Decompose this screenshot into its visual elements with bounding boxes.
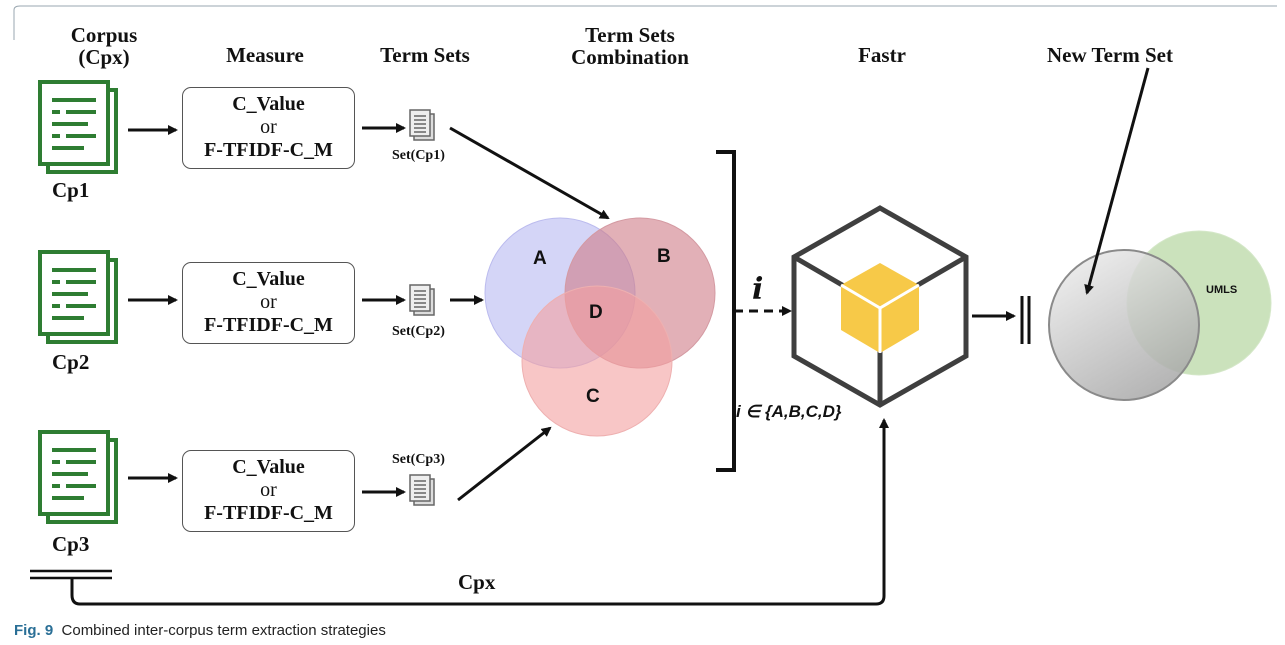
term-set-icon [409, 109, 435, 141]
measure-c-value: C_Value [232, 93, 305, 115]
figure-caption: Fig. 9 Combined inter-corpus term extrac… [14, 622, 386, 639]
header-combination-line1: Term Sets [585, 23, 675, 47]
set-label: Set(Cp3) [392, 452, 445, 467]
arrow-icon [457, 426, 552, 502]
header-corpus: Corpus (Cpx) [52, 24, 156, 68]
arrow-icon [449, 126, 610, 220]
new-term-set-circle [1048, 249, 1200, 401]
document-icon [38, 430, 118, 524]
set-label: Set(Cp2) [392, 324, 445, 339]
measure-box: C_Value or F-TFIDF-C_M [182, 450, 355, 532]
venn-label-a: A [533, 248, 547, 269]
term-set-icon [409, 474, 435, 506]
header-new-term-set: New Term Set [1047, 43, 1173, 67]
umls-label: UMLS [1206, 284, 1238, 296]
venn-diagram [484, 217, 716, 437]
frame-border [13, 5, 1277, 40]
iterator-symbol: i [752, 272, 764, 307]
term-set-icon [409, 284, 435, 316]
corpus-label: Cp1 [52, 178, 90, 202]
cpx-label: Cpx [458, 570, 496, 594]
venn-label-b: B [657, 246, 671, 267]
measure-or: or [260, 291, 277, 313]
header-corpus-sub: (Cpx) [78, 45, 130, 69]
header-fastr: Fastr [858, 43, 906, 67]
header-term-sets: Term Sets [380, 43, 470, 67]
arrow-icon [1084, 67, 1150, 295]
document-icon [38, 80, 118, 174]
corpus-label: Cp3 [52, 532, 90, 556]
measure-c-value: C_Value [232, 456, 305, 478]
bracket [716, 150, 736, 472]
header-combination: Term Sets Combination [540, 24, 720, 68]
corpus-label: Cp2 [52, 350, 90, 374]
caption-text: Combined inter-corpus term extraction st… [61, 622, 386, 639]
header-corpus-label: Corpus [70, 23, 138, 47]
measure-f-tfidf: F-TFIDF-C_M [204, 502, 333, 524]
header-measure: Measure [226, 43, 304, 67]
measure-c-value: C_Value [232, 268, 305, 290]
document-icon [38, 250, 118, 344]
measure-box: C_Value or F-TFIDF-C_M [182, 262, 355, 344]
iterator-domain: i ∈ {A,B,C,D} [736, 402, 842, 421]
caption-label: Fig. 9 [14, 622, 54, 639]
venn-label-d: D [589, 302, 603, 323]
measure-f-tfidf: F-TFIDF-C_M [204, 139, 333, 161]
measure-or: or [260, 116, 277, 138]
venn-set-c [521, 285, 673, 437]
measure-or: or [260, 479, 277, 501]
cpx-feedback-arrow [70, 418, 889, 606]
set-label: Set(Cp1) [392, 148, 445, 163]
measure-f-tfidf: F-TFIDF-C_M [204, 314, 333, 336]
cube-icon [791, 205, 969, 408]
venn-label-c: C [586, 386, 600, 407]
measure-box: C_Value or F-TFIDF-C_M [182, 87, 355, 169]
header-combination-line2: Combination [571, 45, 689, 69]
